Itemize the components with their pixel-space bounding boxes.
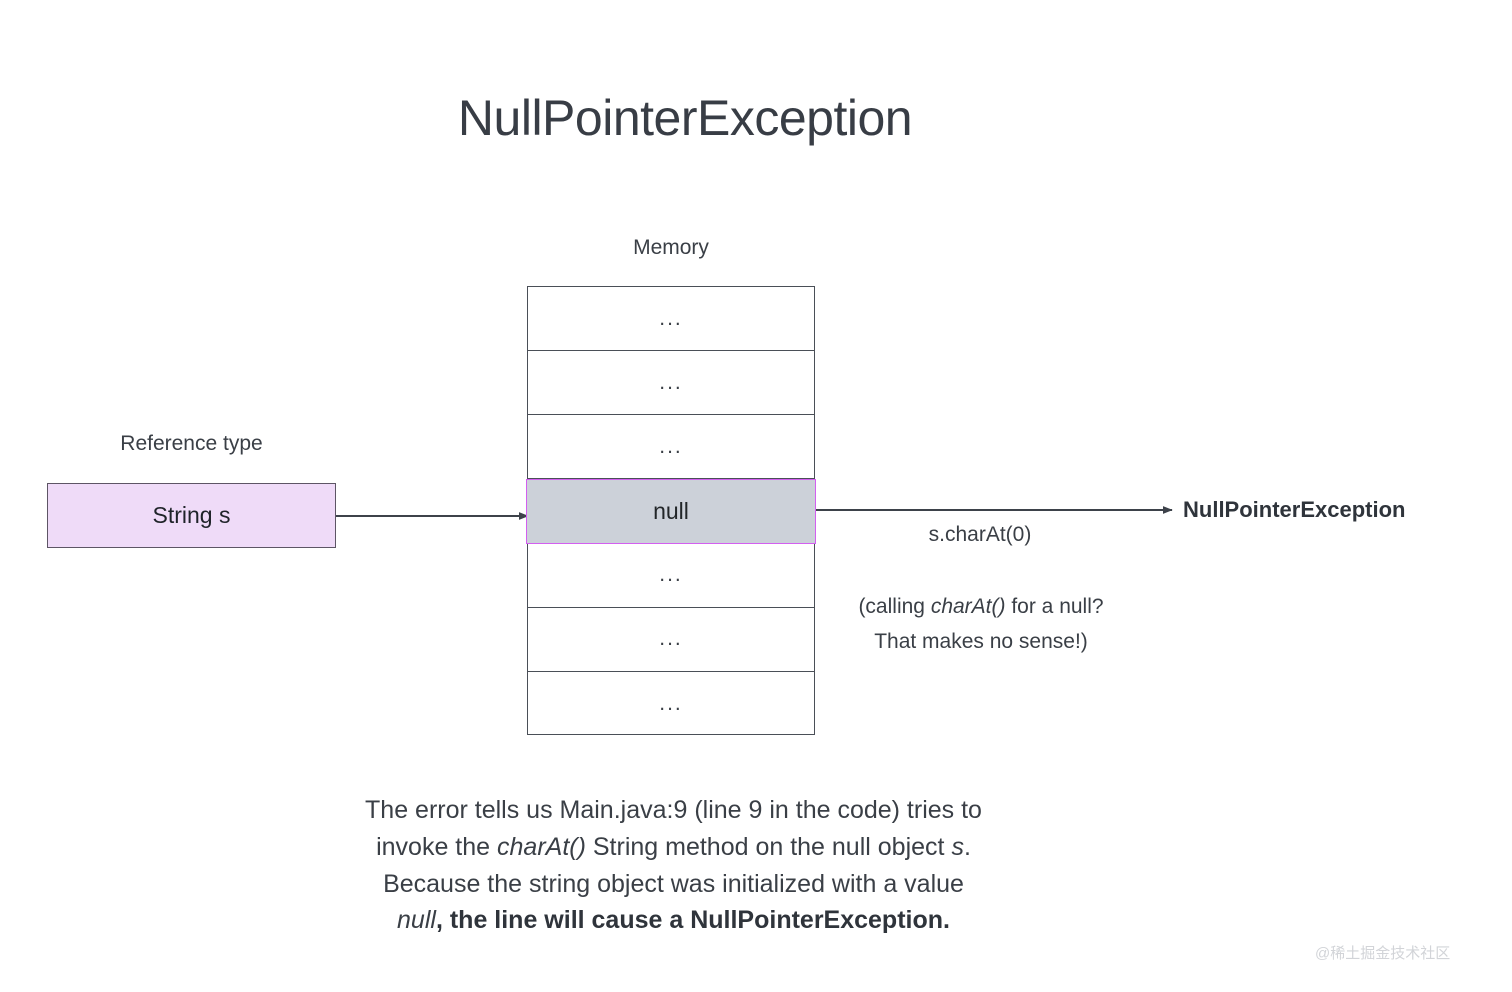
memory-row: ... xyxy=(528,415,814,480)
explainer-line-1: The error tells us Main.java:9 (line 9 i… xyxy=(365,796,982,824)
memory-row: ... xyxy=(528,351,814,416)
explainer-paragraph: The error tells us Main.java:9 (line 9 i… xyxy=(286,792,1061,939)
exception-result-label: NullPointerException xyxy=(1183,497,1406,522)
explainer-line-2-mid: String method on the null object xyxy=(585,832,952,861)
method-call-note: (calling charAt() for a null? That makes… xyxy=(835,590,1127,659)
memory-row: ... xyxy=(659,691,683,715)
explainer-italic-s: s xyxy=(951,832,964,861)
method-call-label: s.charAt(0) xyxy=(928,523,1032,546)
memory-row: ... xyxy=(528,608,814,672)
explainer-italic-null: null xyxy=(397,906,436,935)
explainer-line-2-prefix: invoke the xyxy=(376,832,498,861)
reference-variable-box: String s xyxy=(47,483,336,548)
explainer-italic-charat: charAt() xyxy=(497,832,586,861)
memory-table: ... ... ... null ... ... ... xyxy=(526,286,816,735)
note-suffix: for a null? That makes no sense!) xyxy=(874,595,1104,653)
explainer-line-2-suffix: . xyxy=(963,832,971,861)
note-italic-method: charAt() xyxy=(930,595,1006,618)
page-title: NullPointerException xyxy=(457,90,913,146)
memory-label: Memory xyxy=(633,236,709,259)
note-prefix: (calling xyxy=(858,595,931,618)
explainer-bold-conclusion: , the line will cause a NullPointerExcep… xyxy=(435,906,950,935)
memory-row-null-highlighted: null xyxy=(526,479,816,544)
watermark: @稀土掘金技术社区 xyxy=(1315,945,1451,962)
memory-row: ... xyxy=(528,544,814,608)
explainer-line-3: Because the string object was initialize… xyxy=(383,869,964,898)
reference-type-label: Reference type xyxy=(120,432,263,455)
memory-row: ... xyxy=(528,287,814,352)
